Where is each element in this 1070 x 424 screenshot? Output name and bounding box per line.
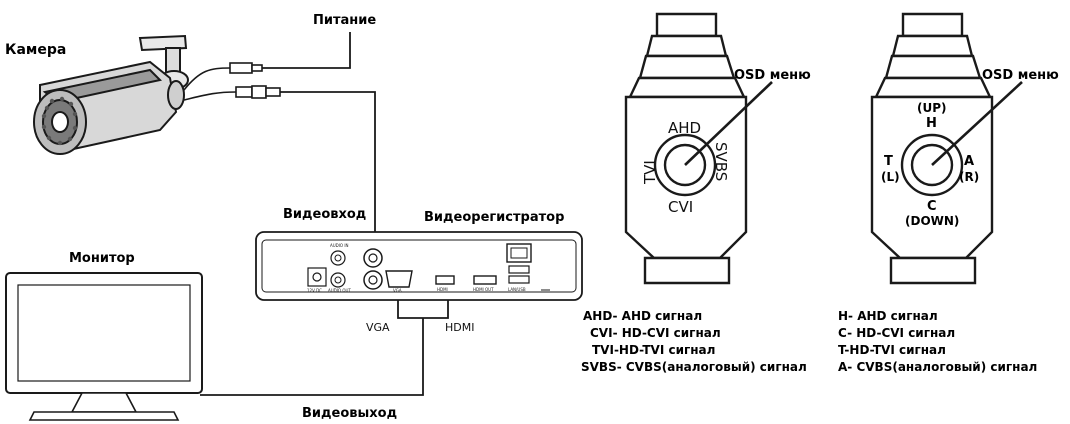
camera-label: Камера bbox=[5, 42, 66, 58]
camera-cables bbox=[183, 62, 281, 101]
osd-label-left: OSD меню bbox=[734, 68, 811, 83]
legend-left-code: AHD bbox=[583, 309, 613, 323]
legend-left-row: TVI-HD-TVI сигнал bbox=[592, 343, 715, 357]
legend-left-text: - CVBS(аналоговый) сигнал bbox=[617, 360, 807, 374]
legend-right-code: C bbox=[838, 326, 847, 340]
power-label: Питание bbox=[313, 13, 376, 28]
legend-left-code: CVI bbox=[590, 326, 613, 340]
dvr-port-labels: AUDIO IN AUDIO OUT 12V DC VGA HDMI HDMI … bbox=[307, 243, 526, 293]
video-in-label: Видеовход bbox=[283, 207, 366, 222]
legend-right-text: - AHD сигнал bbox=[848, 309, 938, 323]
conn-right-up: (UP) bbox=[917, 101, 947, 115]
legend-right-row: C- HD-CVI сигнал bbox=[838, 326, 955, 340]
dvr-label: Видеорегистратор bbox=[424, 210, 564, 225]
dvr-audio-out-label: AUDIO OUT bbox=[328, 288, 351, 293]
hdmi-label: HDMI bbox=[445, 321, 474, 334]
legend-right: H- AHD сигнал C- HD-CVI сигнал T-HD-TVI … bbox=[838, 309, 1037, 374]
legend-left-code: SVBS bbox=[581, 360, 617, 374]
legend-right-text: - HD-CVI сигнал bbox=[847, 326, 955, 340]
legend-right-code: T bbox=[838, 343, 847, 357]
dvr-hdmi-label: HDMI bbox=[437, 287, 448, 292]
video-out-label: Видеовыход bbox=[302, 406, 397, 421]
dvr-vga-label: VGA bbox=[393, 288, 402, 293]
legend-left-text: -HD-TVI сигнал bbox=[614, 343, 716, 357]
camera-illustration bbox=[33, 34, 189, 155]
conn-right-bottom: C bbox=[927, 199, 937, 214]
osd-pointer-right bbox=[931, 81, 1023, 166]
conn-right-down: (DOWN) bbox=[905, 214, 959, 228]
conn-right-right-paren: (R) bbox=[959, 170, 979, 184]
legend-left-row: SVBS- CVBS(аналоговый) сигнал bbox=[581, 360, 807, 374]
conn-left-left: TVI bbox=[641, 160, 659, 185]
dvr-dc-label: 12V DC bbox=[307, 288, 322, 293]
osd-label-right: OSD меню bbox=[982, 68, 1059, 83]
legend-right-row: H- AHD сигнал bbox=[838, 309, 938, 323]
conn-right-top: H bbox=[926, 116, 937, 131]
conn-left-bottom: CVI bbox=[668, 198, 693, 216]
conn-right-left-paren: (L) bbox=[881, 170, 900, 184]
dvr-device bbox=[255, 231, 583, 301]
legend-right-code: A bbox=[838, 360, 848, 374]
conn-right-right: A bbox=[964, 154, 974, 169]
monitor-illustration bbox=[5, 272, 203, 421]
vga-label: VGA bbox=[366, 321, 390, 334]
monitor-label: Монитор bbox=[69, 251, 135, 266]
osd-pointer-left bbox=[684, 81, 773, 166]
legend-right-row: A- CVBS(аналоговый) сигнал bbox=[838, 360, 1037, 374]
dvr-audio-in-label: AUDIO IN bbox=[330, 243, 349, 248]
dvr-lan-usb-label: LAN/USB bbox=[508, 287, 526, 292]
legend-left-text: - AHD сигнал bbox=[613, 309, 703, 323]
conn-right-left: T bbox=[884, 154, 893, 169]
legend-left-text: - HD-CVI сигнал bbox=[613, 326, 721, 340]
legend-left-row: AHD- AHD сигнал bbox=[583, 309, 702, 323]
legend-right-text: -HD-TVI сигнал bbox=[844, 343, 946, 357]
legend-right-row: T-HD-TVI сигнал bbox=[838, 343, 946, 357]
legend-left-row: CVI- HD-CVI сигнал bbox=[590, 326, 721, 340]
dvr-hdmi-out-label: HDMI OUT bbox=[473, 287, 494, 292]
legend-left: AHD- AHD сигнал CVI- HD-CVI сигнал TVI-H… bbox=[581, 309, 807, 374]
legend-left-code: TVI bbox=[592, 343, 614, 357]
conn-left-right: SVBS bbox=[712, 142, 730, 181]
conn-left-top: AHD bbox=[668, 119, 701, 137]
connector-right bbox=[870, 12, 994, 285]
legend-right-text: - CVBS(аналоговый) сигнал bbox=[847, 360, 1037, 374]
legend-right-code: H bbox=[838, 309, 848, 323]
connection-lines bbox=[200, 32, 449, 396]
